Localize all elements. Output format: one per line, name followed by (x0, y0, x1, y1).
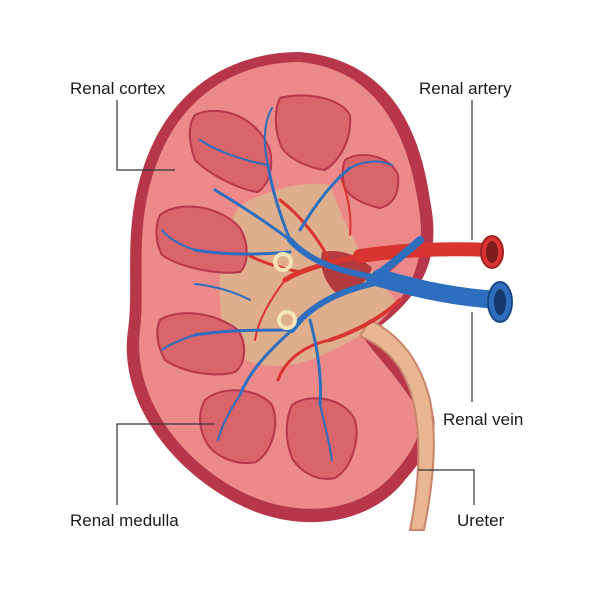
leader-renal-cortex (116, 100, 175, 171)
papilla-2 (277, 310, 297, 330)
renal-pelvis (219, 183, 395, 366)
leader-ureter (418, 469, 475, 505)
leader-lines (116, 100, 475, 505)
renal-vein-lumen (494, 289, 506, 315)
label-ureter: Ureter (457, 511, 505, 530)
renal-vein-vessels (161, 107, 509, 461)
papilla-1 (273, 252, 293, 272)
label-renal-medulla: Renal medulla (70, 511, 179, 530)
renal-artery-lumen (486, 241, 498, 263)
pyramid-4 (155, 205, 248, 274)
pyramid-2 (274, 94, 352, 172)
renal-medulla-pyramids (155, 94, 400, 480)
pyramid-3 (341, 154, 400, 210)
label-renal-cortex: Renal cortex (70, 79, 166, 98)
pyramid-1 (188, 109, 273, 194)
label-renal-artery: Renal artery (419, 79, 512, 98)
pyramid-5 (156, 312, 246, 376)
label-renal-vein: Renal vein (443, 410, 524, 429)
ureter-tube (358, 318, 435, 531)
pyramid-6 (199, 389, 277, 464)
pyramid-7 (285, 397, 358, 480)
leader-renal-medulla (116, 423, 215, 505)
